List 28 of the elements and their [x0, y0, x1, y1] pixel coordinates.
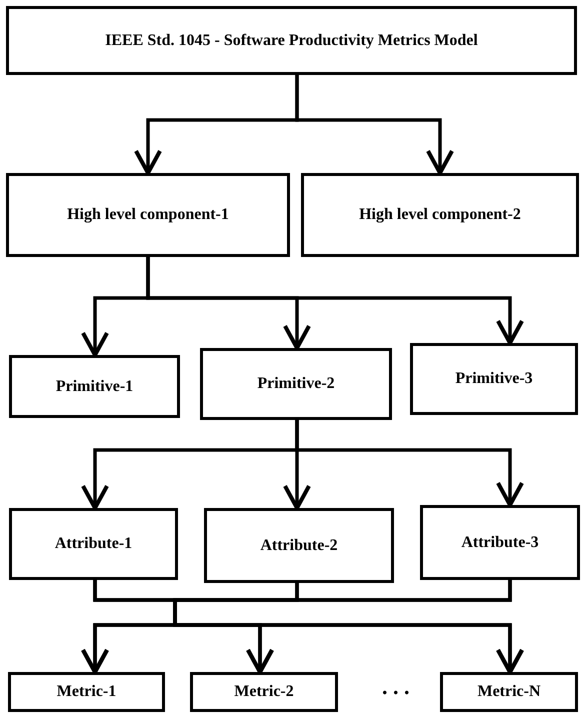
hierarchy-box [440, 672, 578, 712]
box-label: Attribute-1 [54, 534, 132, 554]
hierarchy-box [204, 508, 394, 583]
box-label: Primitive-1 [56, 376, 134, 396]
hierarchy-box [190, 672, 338, 712]
box-label: Metric-N [477, 682, 541, 702]
ellipsis-label: . . . [382, 673, 410, 701]
hierarchy-box [6, 6, 577, 75]
connector-arrow [146, 257, 524, 345]
hierarchy-box [9, 355, 180, 418]
box-label: Metric-2 [234, 682, 294, 702]
box-label: High level component-2 [359, 205, 521, 225]
box-label: Attribute-3 [461, 532, 539, 552]
hierarchy-box [420, 505, 580, 580]
hierarchy-box [200, 348, 392, 420]
hierarchy-box [301, 173, 579, 257]
box-label: IEEE Std. 1045 - Software Productivity Metrics Model [105, 30, 478, 50]
box-label: High level component-1 [67, 205, 229, 225]
box-label: Metric-1 [56, 682, 116, 702]
box-label: Primitive-2 [257, 374, 335, 394]
connector-arrow [295, 420, 524, 507]
box-label: Primitive-3 [455, 369, 533, 389]
box-label: Attribute-2 [260, 536, 338, 556]
hierarchy-box [8, 672, 165, 712]
connector-arrow [295, 75, 454, 175]
hierarchy-box [410, 343, 578, 415]
hierarchy-box [6, 173, 290, 257]
hierarchy-box [9, 508, 178, 580]
